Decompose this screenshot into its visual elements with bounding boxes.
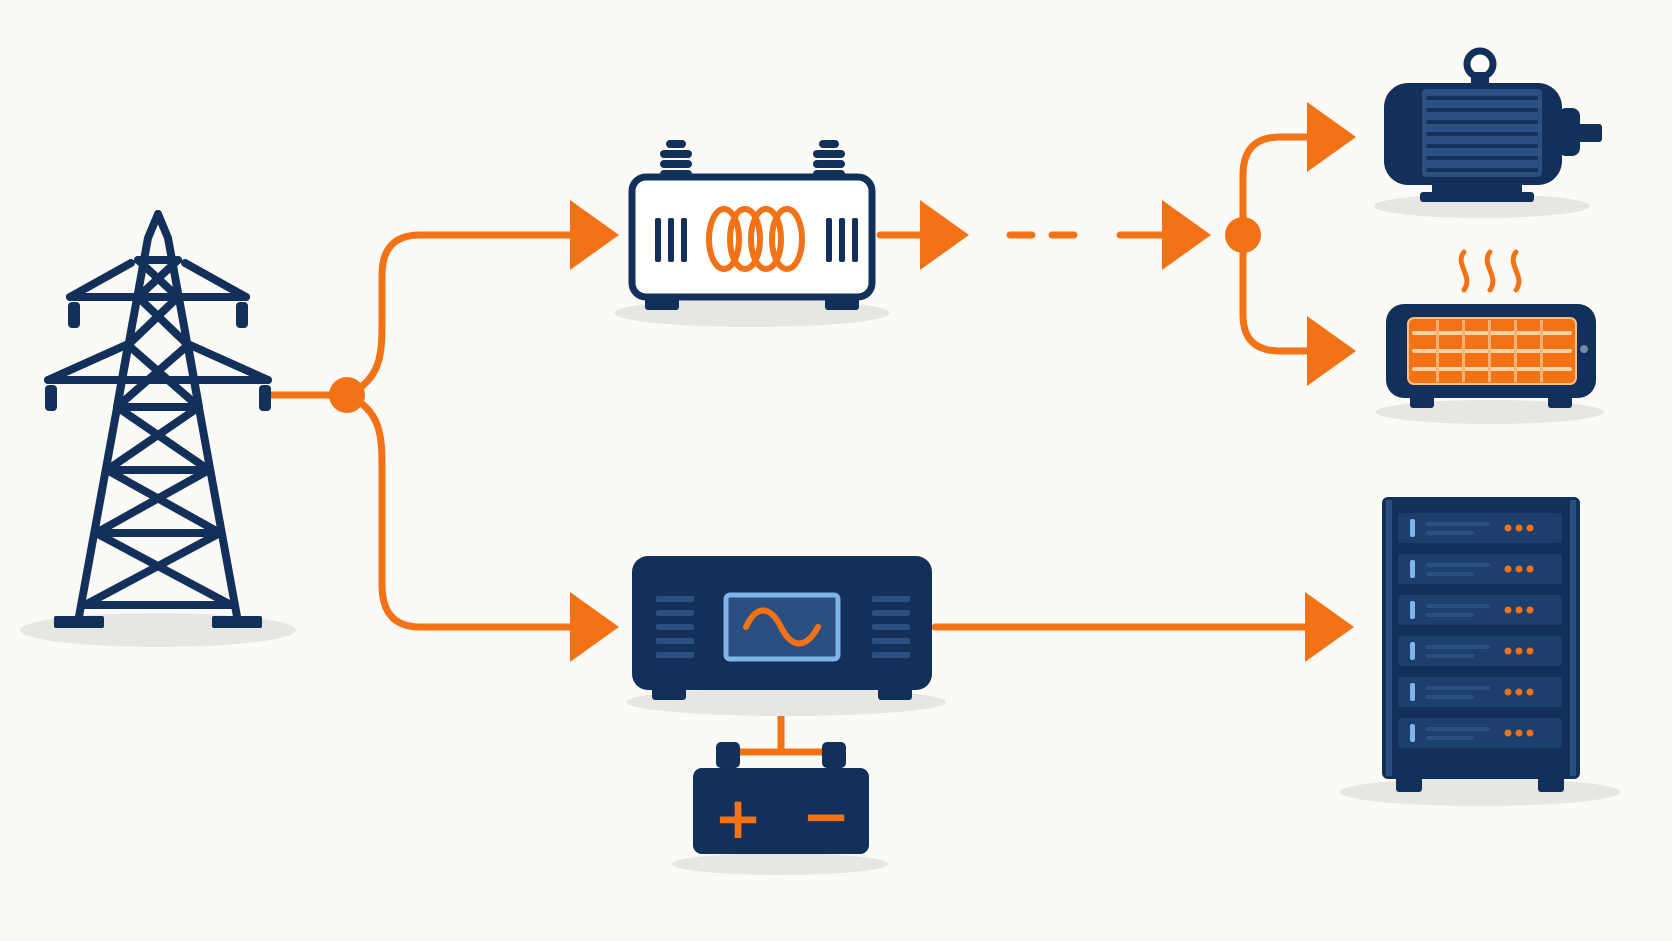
junction-to-motor-line <box>1239 102 1356 239</box>
transmission-tower-icon <box>20 210 296 647</box>
transformer-shadow <box>614 299 890 327</box>
battery-minus-symbol: − <box>802 782 851 850</box>
connectors <box>268 102 1356 756</box>
server-unit <box>1398 513 1562 543</box>
battery-shadow <box>672 853 888 875</box>
battery-icon: + − <box>672 742 888 875</box>
electric-motor-icon <box>1374 47 1602 218</box>
junction-to-transformer-line <box>343 200 619 399</box>
server-unit <box>1398 677 1562 707</box>
server-shadow <box>1340 778 1620 806</box>
ups-left-vents <box>656 596 694 658</box>
ups-right-vents <box>872 596 910 658</box>
ups-shadow <box>626 688 946 716</box>
junction-to-heater-line <box>1239 231 1356 386</box>
server-unit <box>1398 595 1562 625</box>
server-unit <box>1398 554 1562 584</box>
junction-node-right <box>1225 217 1261 253</box>
junction-to-ups-line <box>343 391 619 662</box>
junction-node-left <box>329 377 365 413</box>
ups-inverter-icon <box>626 556 946 716</box>
coil-icon <box>706 206 805 272</box>
server-rack-icon <box>1340 497 1620 806</box>
heat-waves-icon <box>1458 249 1522 293</box>
server-unit <box>1398 718 1562 748</box>
transformer-icon <box>614 140 890 327</box>
motor-fins <box>1426 96 1538 172</box>
heater-icon <box>1376 249 1604 424</box>
server-unit <box>1398 636 1562 666</box>
battery-plus-symbol: + <box>714 784 763 852</box>
sine-wave-icon <box>743 607 821 647</box>
